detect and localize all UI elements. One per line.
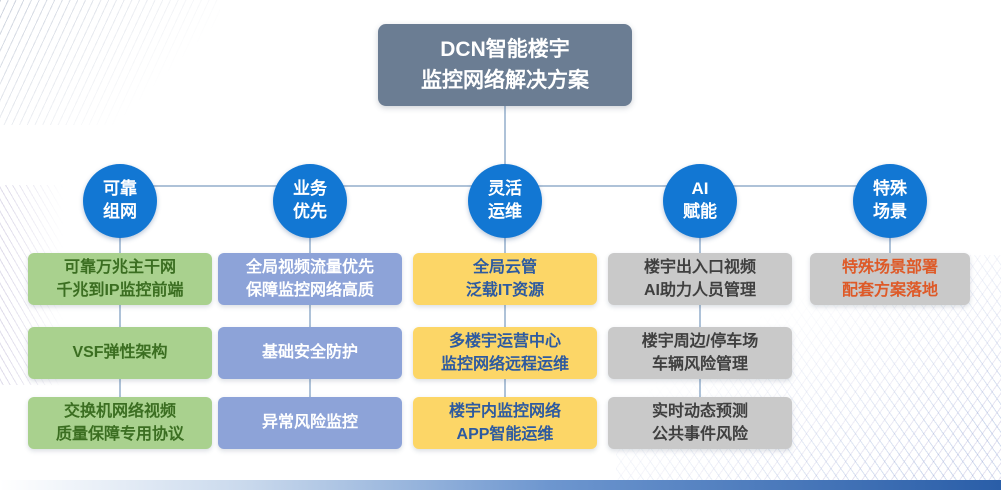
leaf-node-basic-security: 基础安全防护 — [218, 327, 402, 379]
leaf-node-backbone-network: 可靠万兆主干网 千兆到IP监控前端 — [28, 253, 212, 305]
connector-column-reliable-networking — [119, 200, 121, 423]
leaf-node-app-smart-operations: 楼宇内监控网络 APP智能运维 — [413, 397, 597, 449]
leaf-node-special-scenario-deployment: 特殊场景部署 配套方案落地 — [810, 253, 970, 305]
connector-column-flexible-operations — [504, 200, 506, 423]
leaf-node-video-traffic-priority: 全局视频流量优先 保障监控网络高质 — [218, 253, 402, 305]
leaf-node-global-cloud-management: 全局云管 泛载IT资源 — [413, 253, 597, 305]
leaf-node-vehicle-risk-management: 楼宇周边/停车场 车辆风险管理 — [608, 327, 792, 379]
connector-column-ai-empowerment — [699, 200, 701, 423]
decor-pattern-top-left — [0, 0, 220, 125]
branch-node-flexible-operations: 灵活 运维 — [468, 164, 542, 238]
branch-node-ai-empowerment: AI 赋能 — [663, 164, 737, 238]
connector-column-business-first — [309, 200, 311, 423]
connector-root-vertical — [504, 106, 506, 186]
connector-column-special-scenarios — [889, 200, 891, 279]
leaf-node-realtime-prediction: 实时动态预测 公共事件风险 — [608, 397, 792, 449]
decor-bottom-gradient-band — [0, 480, 1001, 490]
leaf-node-anomaly-risk-monitoring: 异常风险监控 — [218, 397, 402, 449]
root-node-title: DCN智能楼宇 监控网络解决方案 — [378, 24, 632, 106]
leaf-node-vsf-architecture: VSF弹性架构 — [28, 327, 212, 379]
branch-node-special-scenarios: 特殊 场景 — [853, 164, 927, 238]
branch-node-business-first: 业务 优先 — [273, 164, 347, 238]
leaf-node-switch-video-protocol: 交换机网络视频 质量保障专用协议 — [28, 397, 212, 449]
branch-node-reliable-networking: 可靠 组网 — [83, 164, 157, 238]
leaf-node-multi-building-operations-center: 多楼宇运营中心 监控网络远程运维 — [413, 327, 597, 379]
leaf-node-entrance-video-ai: 楼宇出入口视频 AI助力人员管理 — [608, 253, 792, 305]
